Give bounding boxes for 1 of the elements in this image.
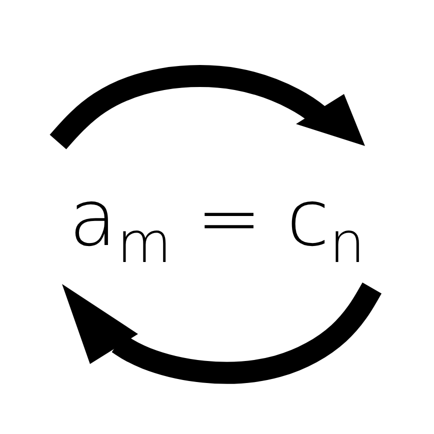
equation-text: a$_{m}$ = c$_{n}$ — [69, 180, 365, 272]
